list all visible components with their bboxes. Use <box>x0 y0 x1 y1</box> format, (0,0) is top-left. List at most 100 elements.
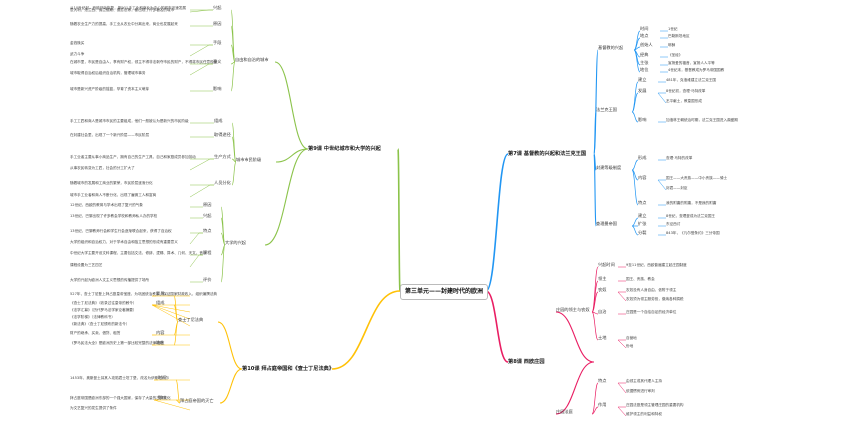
sub-node[interactable]: 生产方式 <box>214 154 231 159</box>
sub-node[interactable]: 兴起 <box>213 5 222 10</box>
connector-b9-group-0 <box>274 61 309 150</box>
sub-node[interactable]: 经典 <box>640 52 649 57</box>
leaf-node: 城市手工业者和商人不断分化，出现了雇佣工人和富商 <box>70 192 157 197</box>
branch-lesson-7[interactable]: 第7课 基督教的兴起和法兰克王国 <box>508 151 587 157</box>
leaf-node: 封君——封臣 <box>666 185 688 190</box>
sub-node[interactable]: 取得途径 <box>214 132 231 137</box>
connector-leaf <box>617 339 627 349</box>
sub-node[interactable]: 人员分化 <box>214 180 231 185</box>
leaf-node: 从事农民转变为工匠，社会的分工扩大了 <box>70 165 135 170</box>
sub-node[interactable]: 主张 <box>640 60 649 65</box>
sub-node[interactable]: 原因 <box>213 21 222 26</box>
sub-node[interactable]: 兴起 <box>203 213 212 218</box>
leaf-node: 拜占庭帝国是欧洲东部的一个强大国家，保存了大量的古典文化 <box>70 395 171 400</box>
sub-node[interactable]: 评价 <box>203 277 212 282</box>
connector-sub <box>631 159 639 171</box>
group-node[interactable]: 查士丁尼法典 <box>178 317 204 322</box>
mindmap-connectors <box>151 9 668 417</box>
sub-node[interactable]: 组成 <box>156 300 165 305</box>
sub-node[interactable]: 课程 <box>203 250 212 255</box>
group-node[interactable]: 庄园的领主与农奴 <box>556 307 590 312</box>
connector-leaf <box>189 9 213 13</box>
sub-node[interactable]: 扩张 <box>638 221 647 226</box>
sub-node[interactable]: 农奴 <box>598 287 607 292</box>
sub-node[interactable]: 影响 <box>213 86 222 91</box>
group-node[interactable]: 自由和自治的城市 <box>235 57 269 62</box>
sub-node[interactable]: 内容 <box>638 175 647 180</box>
connector-sub <box>591 311 599 315</box>
leaf-node: 《法学阶梯》（法律教科书） <box>70 314 115 319</box>
sub-node[interactable]: 组成 <box>214 118 223 123</box>
sub-node[interactable]: 特点 <box>203 228 212 233</box>
sub-node[interactable]: 地位 <box>156 340 165 345</box>
leaf-node: 大学的组织和自治权力，对于学术自由和独立思想的形成有重要意义 <box>70 239 178 244</box>
sub-node[interactable]: 时间 <box>158 375 167 380</box>
sub-node[interactable]: 自治 <box>598 309 607 314</box>
group-node[interactable]: 大学的兴起 <box>225 240 246 245</box>
leaf-node: 国王——大贵族——中小贵族——骑士 <box>666 175 728 180</box>
sub-node[interactable]: 特点 <box>638 200 647 205</box>
sub-node[interactable]: 兴起时间 <box>598 262 615 267</box>
leaf-node: 丕平献土，教皇国形成 <box>666 98 702 103</box>
sub-node[interactable]: 建立 <box>638 77 647 82</box>
leaf-node: 依据惯例进行审判 <box>626 388 655 393</box>
branch-lesson-9[interactable]: 第9课 中世纪城市和大学的兴起 <box>308 146 381 152</box>
leaf-node: 城市取得自治权后组织自治机构，管理城市事务 <box>70 70 146 75</box>
connector-sub <box>631 92 639 113</box>
group-node[interactable]: 封建等级制度 <box>596 165 622 170</box>
sub-node[interactable]: 原因 <box>203 202 212 207</box>
connector-sub <box>231 161 237 186</box>
branch-lesson-8[interactable]: 第8课 西欧庄园 <box>508 359 545 365</box>
mindmap-root-node[interactable]: 第三单元——封建时代的欧洲 <box>400 284 488 300</box>
sub-node[interactable]: 发展 <box>638 88 647 93</box>
leaf-node: 12世纪，西欧的教育与学术出现了复兴的气象 <box>70 202 143 207</box>
group-node[interactable]: 拜占庭帝国的灭亡 <box>180 398 214 403</box>
leaf-node: 查理·马特的改革 <box>666 155 693 160</box>
sub-node[interactable]: 地点 <box>640 33 649 38</box>
sub-node[interactable]: 领主 <box>598 276 607 281</box>
connector-leaf <box>189 184 214 198</box>
leaf-node: 《圣经》 <box>668 52 683 57</box>
sub-node[interactable]: 影响 <box>638 117 647 122</box>
group-node[interactable]: 查理曼帝国 <box>596 221 617 226</box>
leaf-node: 1453年，奥斯曼土耳其人攻陷君士坦丁堡，改名为伊斯坦布尔 <box>70 375 169 380</box>
leaf-node: 手工业者主要从事小商品生产，拥有自己的生产工具，自己和家庭成员参加劳动 <box>70 154 196 159</box>
leaf-node: 大学的兴起为欧洲人文主义思想的传播提供了场所 <box>70 277 150 282</box>
leaf-node: 在城市里，市民是自由人，享有财产权，领主不得非法剥夺市民的财产，不得将市民任意役… <box>70 59 218 64</box>
leaf-node: 《罗马民法大全》是欧洲历史上第一部比较完整的法律典籍 <box>70 340 164 345</box>
sub-node[interactable]: 手段 <box>213 40 222 45</box>
leaf-node: 自营地 <box>626 335 637 340</box>
sub-node[interactable]: 作用 <box>598 402 607 407</box>
sub-node[interactable]: 土地 <box>598 335 607 340</box>
group-node[interactable]: 法兰克王国 <box>596 107 617 112</box>
sub-node[interactable]: 内容 <box>156 330 165 335</box>
sub-node[interactable]: 意义 <box>213 59 222 64</box>
group-node[interactable]: 城市市民阶级 <box>236 157 262 162</box>
connector-root-b7 <box>485 153 509 292</box>
connector-b10-group-0 <box>217 321 243 370</box>
sub-node[interactable]: 背景 <box>156 291 165 296</box>
sub-node[interactable]: 分裂 <box>638 230 647 235</box>
leaf-node: 城市是新兴资产阶级的摇篮，孕育了资本主义萌芽 <box>70 86 150 91</box>
sub-node[interactable]: 形成 <box>638 155 647 160</box>
leaf-node: 意大利、法兰西、佛兰德斯、德意志等，都出现了许多著名的城市 <box>70 7 175 12</box>
leaf-node: 份地 <box>626 343 634 348</box>
connector-leaf <box>189 158 214 171</box>
leaf-node: 庄园是一个自给自足的经济单位 <box>626 309 677 314</box>
sub-node[interactable]: 地位 <box>640 67 649 72</box>
group-node[interactable]: 基督教的兴起 <box>598 45 624 50</box>
group-node[interactable]: 庄园法庭 <box>556 409 573 414</box>
connector-b7-group-3 <box>593 153 597 227</box>
sub-node[interactable]: 创始人 <box>640 42 653 47</box>
sub-node[interactable]: 建立 <box>638 213 647 218</box>
sub-node[interactable]: 时间 <box>640 26 649 31</box>
leaf-node: 中世纪大学主要开设文科课程，主要包括文法、修辞、逻辑、算术、几何、天文、音乐 <box>70 250 207 255</box>
sub-node[interactable]: 特点 <box>598 378 607 383</box>
connector-root-b10 <box>331 290 401 370</box>
branch-lesson-10[interactable]: 第10课 拜占庭帝国和《查士丁尼法典》 <box>242 366 335 372</box>
leaf-node: 维护领主的利益和特权 <box>626 411 662 416</box>
connector-leaf <box>189 232 203 245</box>
connector-leaf <box>189 254 203 268</box>
sub-node[interactable]: 影响 <box>158 395 167 400</box>
leaf-node: 巴勒斯坦地区 <box>668 33 690 38</box>
